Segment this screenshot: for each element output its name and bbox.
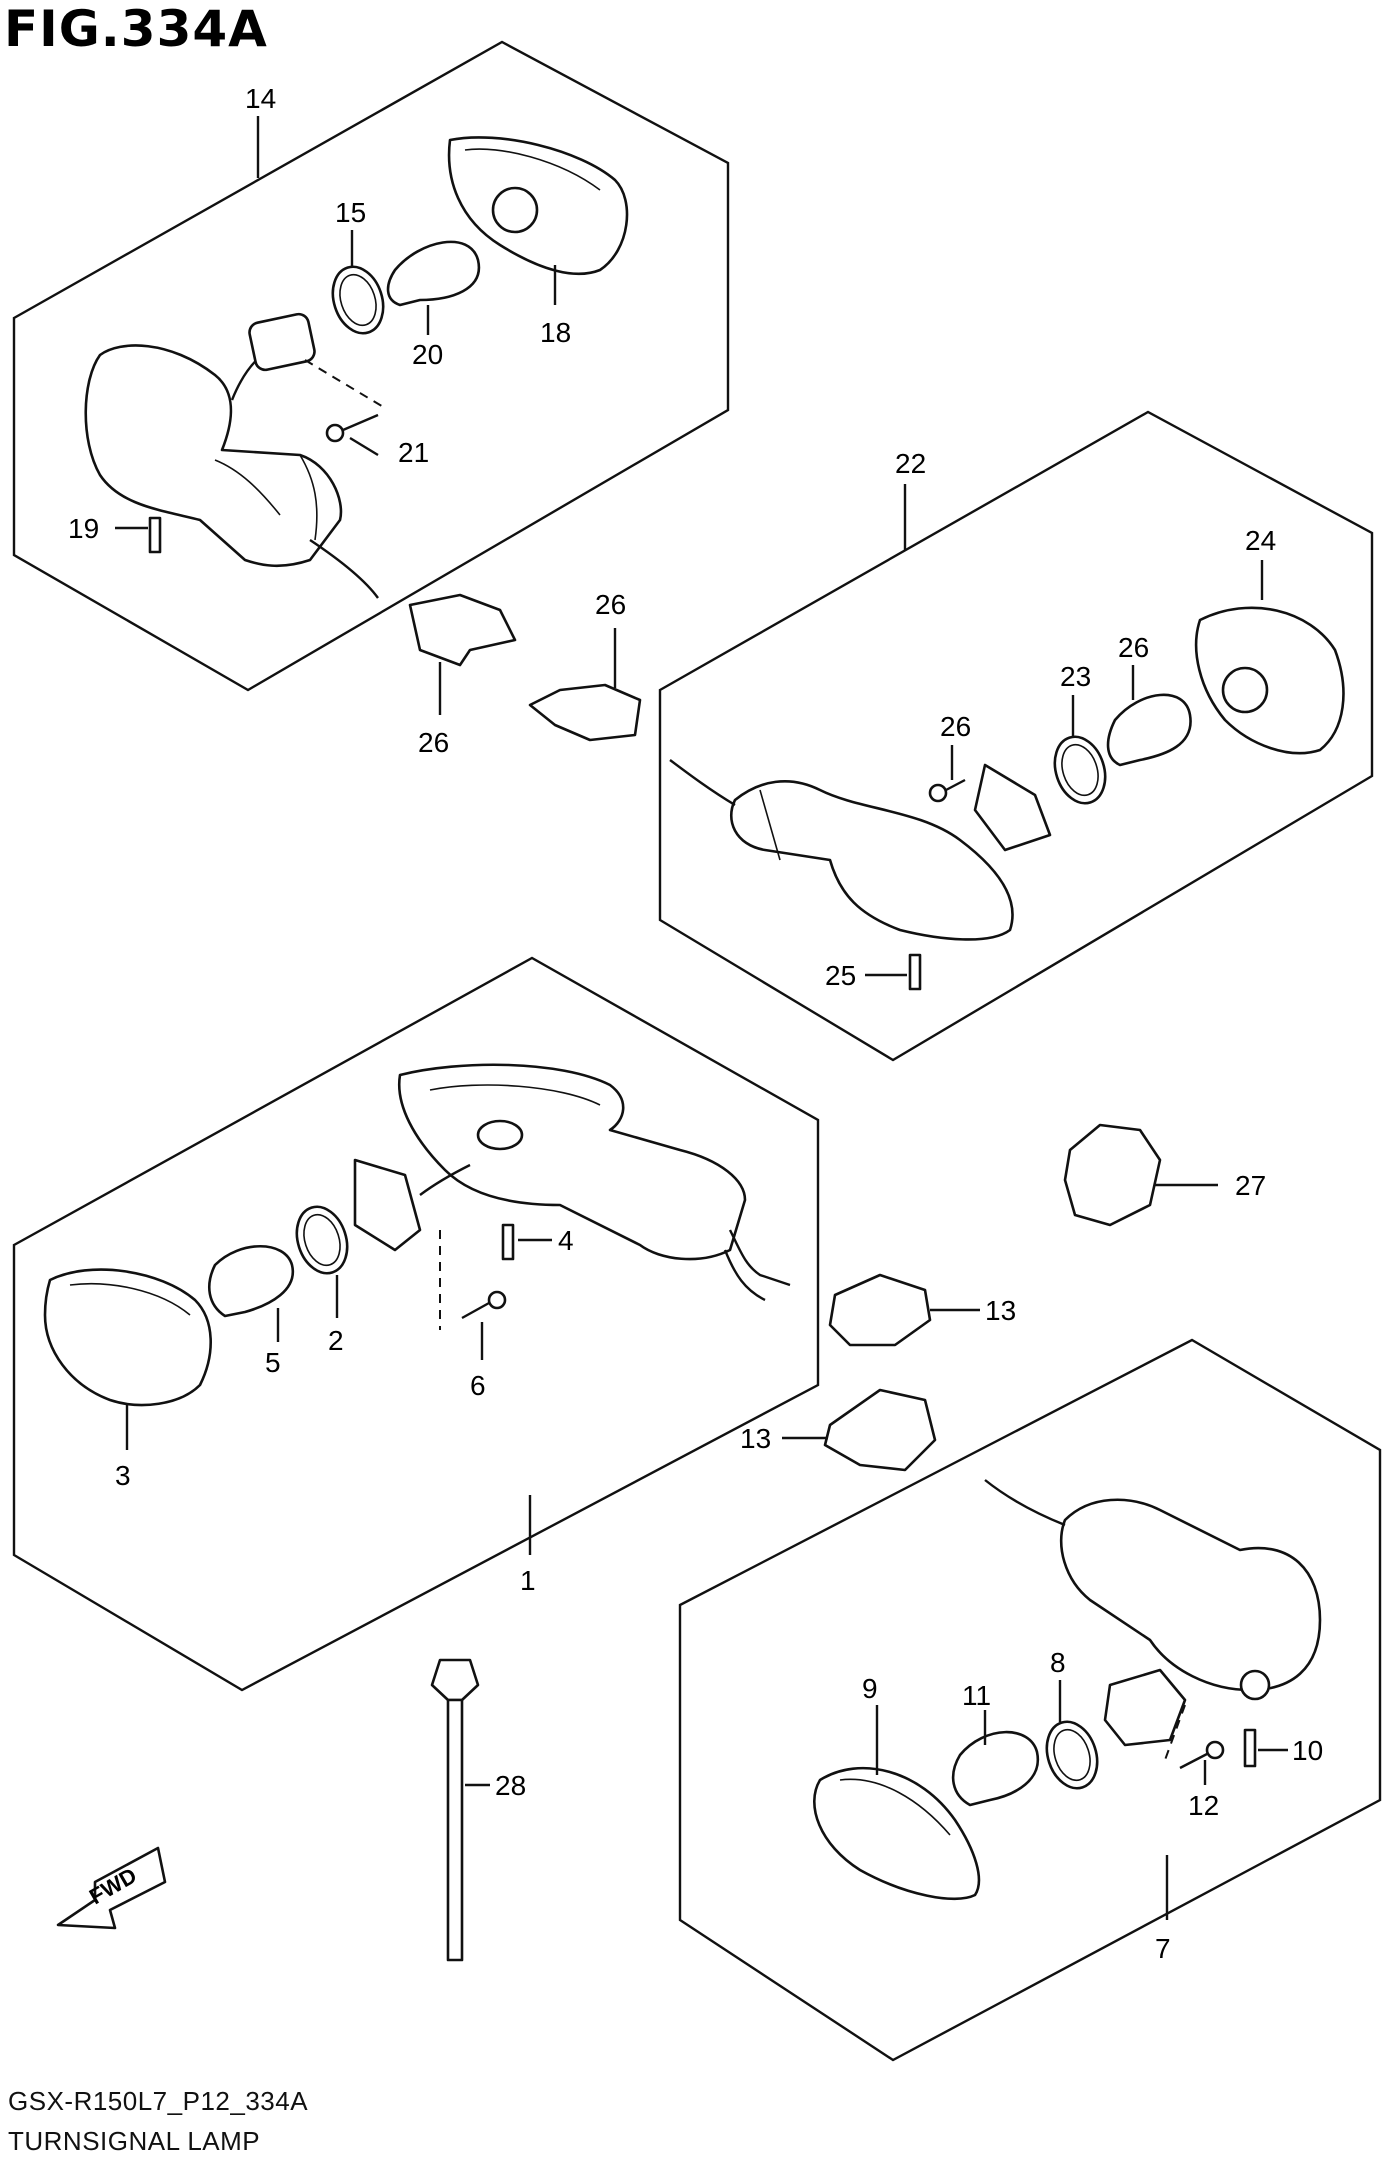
callout-2: 2 [328, 1325, 344, 1356]
callout-17: 19 [68, 513, 99, 544]
gasket-15 [331, 265, 385, 335]
callout-11: 11 [962, 1680, 991, 1711]
figure-caption: TURNSIGNAL LAMP [8, 2126, 261, 2156]
callout-13-lower: 13 [740, 1423, 771, 1454]
bulb-24 [1106, 693, 1192, 767]
clamp-13-lower [823, 1388, 937, 1472]
screw-19 [325, 423, 345, 443]
rear-lamp-wire [669, 759, 736, 807]
callout-8: 8 [1050, 1647, 1066, 1678]
callout-27: 27 [1235, 1170, 1266, 1201]
callout-24: 26 [1118, 632, 1149, 663]
bulb-5 [207, 1245, 295, 1318]
rear-socket [973, 763, 1052, 852]
clamp-13-upper [828, 1273, 932, 1347]
callout-26-left: 26 [418, 727, 449, 758]
assembly-frame-14 [12, 40, 730, 692]
lens-9 [813, 1766, 981, 1901]
lens-22 [1194, 606, 1345, 755]
assembly-frame-1 [12, 956, 820, 1692]
screw-25 [928, 783, 948, 803]
fwd-arrow: FWD [56, 1846, 167, 1930]
callout-28: 28 [495, 1770, 526, 1801]
right-socket [1103, 1668, 1187, 1747]
gasket-2 [295, 1205, 349, 1275]
assembly-frame-20 [658, 410, 1374, 1062]
assembly-14-group [12, 40, 730, 692]
callout-18: 20 [412, 339, 443, 370]
cable-tie-28-group [430, 1658, 490, 1962]
clamp-26-right [528, 683, 642, 742]
callout-14: 14 [245, 83, 276, 114]
left-lamp-housing [397, 1063, 747, 1261]
clamp-27 [1063, 1123, 1162, 1227]
assembly-frame-7 [678, 1338, 1382, 2062]
bulb-11 [951, 1730, 1040, 1807]
right-lamp-housing [1059, 1498, 1322, 1692]
drawing-code: GSX-R150L7_P12_334A [8, 2086, 309, 2116]
clamp-26-left [408, 593, 517, 667]
assembly-7-group [678, 1338, 1382, 2062]
figure-title: FIG.334A [4, 0, 268, 58]
bulb-socket [248, 312, 316, 372]
callout-10: 10 [1292, 1735, 1323, 1766]
gasket-21 [1053, 735, 1107, 805]
callout-4: 4 [558, 1225, 574, 1256]
gasket-8 [1045, 1720, 1099, 1790]
callout-23: 25 [825, 960, 856, 991]
screw-10 [1243, 1728, 1257, 1768]
assembly-20-group [658, 410, 1374, 1062]
callout-7: 7 [1155, 1933, 1171, 1964]
callout-9: 9 [862, 1673, 878, 1704]
callout-26-right: 26 [595, 589, 626, 620]
front-lamp-housing [84, 344, 343, 568]
clamp-13-group [782, 1273, 980, 1472]
screw-23 [908, 953, 922, 991]
callout-21: 23 [1060, 661, 1091, 692]
callout-20: 22 [895, 448, 926, 479]
right-lamp-wire [984, 1479, 1066, 1527]
left-lamp-wire [728, 1229, 791, 1287]
clamp-27-group [1063, 1123, 1218, 1227]
callout-15: 15 [335, 197, 366, 228]
screw-6 [487, 1290, 507, 1310]
callout-6: 6 [470, 1370, 486, 1401]
fwd-arrow-shape [56, 1846, 167, 1930]
callout-labels: 14 15 18 20 21 19 22 24 26 26 23 26 26 2… [68, 83, 1323, 1964]
rear-lamp-housing [729, 779, 1014, 941]
screw-12 [1205, 1740, 1225, 1760]
left-socket [353, 1158, 422, 1252]
assembly-1-group [12, 956, 820, 1692]
cable-tie-28 [446, 1698, 464, 1962]
callout-12: 12 [1188, 1790, 1219, 1821]
callout-25: 26 [940, 711, 971, 742]
callout-19: 21 [398, 437, 429, 468]
callout-16: 18 [540, 317, 571, 348]
callout-5: 5 [265, 1347, 281, 1378]
screw-17 [148, 516, 162, 554]
screw-4 [501, 1223, 515, 1261]
clamp-26-group [408, 593, 642, 742]
lens-16 [447, 136, 629, 276]
callout-22: 24 [1245, 525, 1276, 556]
callout-3: 3 [115, 1460, 131, 1491]
bulb-18 [386, 240, 481, 307]
callout-1: 1 [520, 1565, 536, 1596]
lens-3 [43, 1268, 212, 1407]
cable-tie-head [430, 1658, 480, 1702]
callout-13-upper: 13 [985, 1295, 1016, 1326]
lamp-wire [309, 539, 379, 599]
